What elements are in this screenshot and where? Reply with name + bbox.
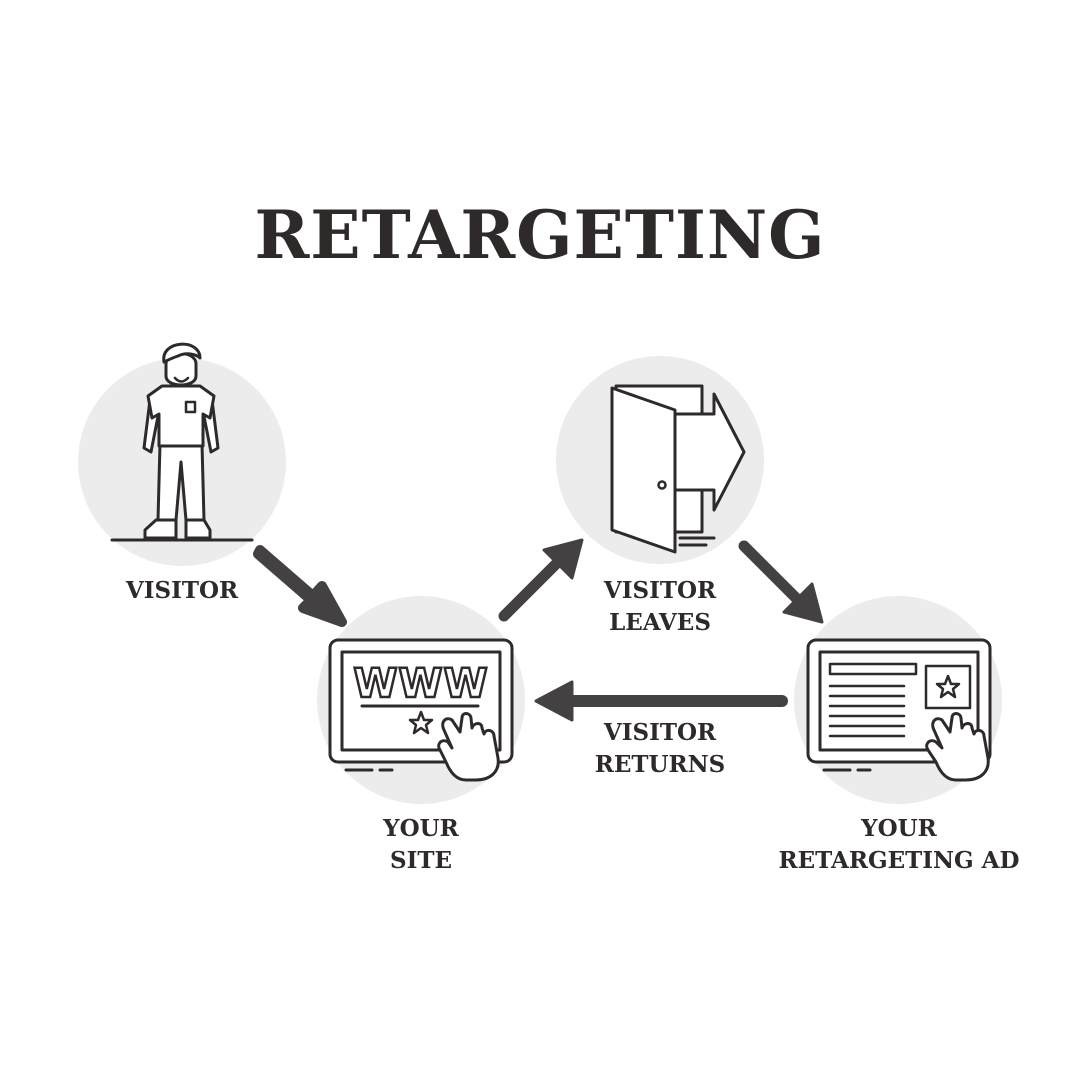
your-site-line1: YOUR (383, 815, 459, 842)
retargeting-ad-line2: RETARGETING AD (778, 847, 1020, 874)
site-tablet-icon (328, 638, 514, 782)
retargeting-ad-label: YOUR RETARGETING AD (768, 813, 1030, 877)
visitor-leaves-line2: LEAVES (609, 609, 711, 636)
retargeting-ad-line1: YOUR (861, 815, 937, 842)
visitor-returns-label: VISITOR RETURNS (560, 717, 760, 781)
visitor-leaves-line1: VISITOR (603, 577, 717, 604)
visitor-returns-line2: RETURNS (594, 751, 726, 778)
visitor-label-text: VISITOR (125, 577, 239, 604)
visitor-returns-line1: VISITOR (603, 719, 717, 746)
www-text: WWW (353, 661, 488, 707)
arrow-visitor-to-site (253, 545, 347, 627)
your-site-line2: SITE (389, 847, 452, 874)
diagram-title: RETARGETING (254, 196, 826, 274)
person-icon (110, 342, 254, 542)
arrow-leaves-to-ad (738, 540, 824, 624)
your-site-label: YOUR SITE (321, 813, 521, 877)
arrow-site-to-leaves (498, 538, 584, 622)
door-exit-icon (610, 384, 746, 554)
visitor-leaves-label: VISITOR LEAVES (560, 575, 760, 639)
arrow-ad-to-site (534, 680, 788, 722)
visitor-label: VISITOR (102, 575, 262, 607)
ad-tablet-icon (806, 638, 992, 782)
